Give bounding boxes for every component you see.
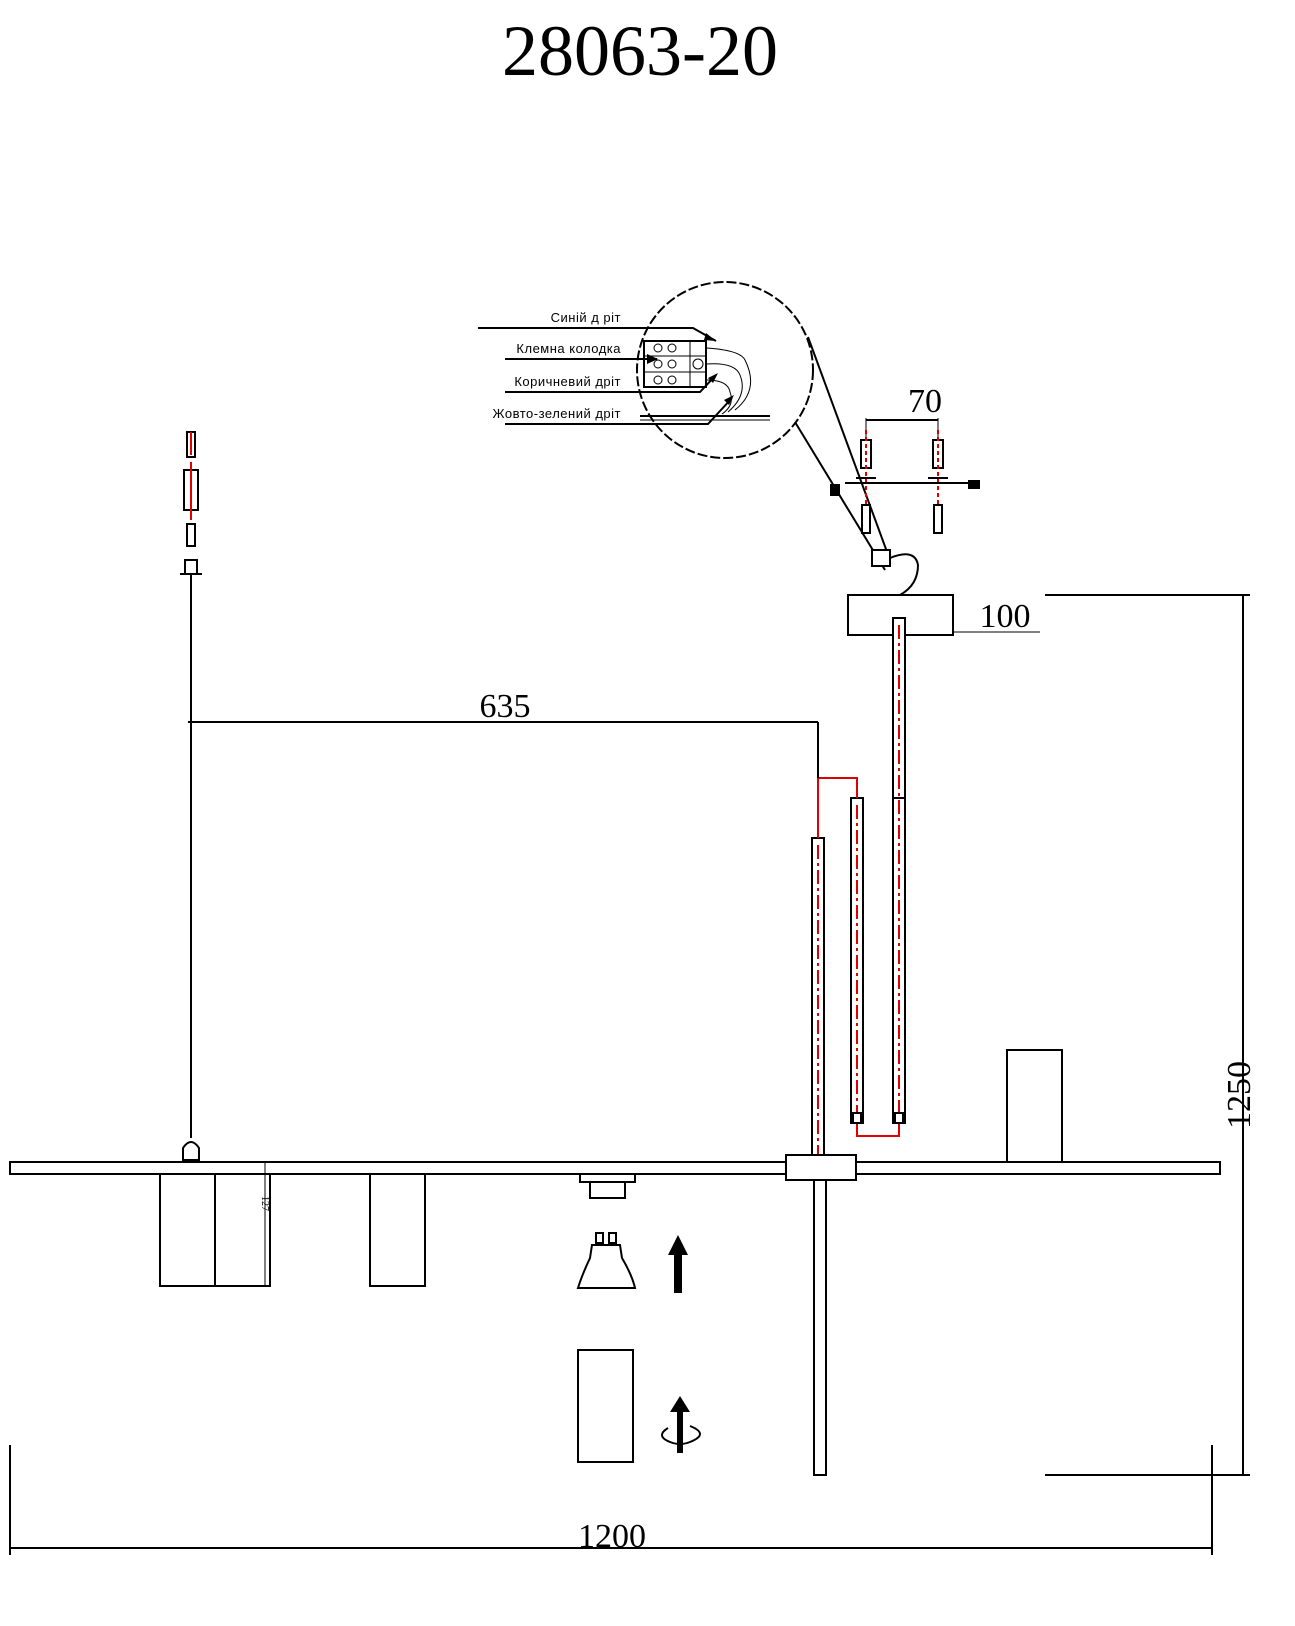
drawing-title: 28063-20: [502, 11, 778, 91]
dimension-canopy-width: 100: [980, 598, 1031, 635]
mounting-bracket: 70: [830, 383, 980, 596]
arrow-up-icon: [668, 1235, 688, 1293]
suspension-rods: [811, 617, 906, 1164]
dimension-height: 1250: [1045, 594, 1258, 1476]
horizontal-bar: [9, 1049, 1221, 1476]
dimension-width: 1200: [9, 1445, 1213, 1555]
dimension-rod-offset: 635: [480, 688, 531, 725]
rotating-lamp: [577, 1349, 701, 1463]
wire-label-blue: Синій д ріт: [551, 310, 621, 325]
wiring-detail: Синій д ріт Клемна колодка Коричневий др…: [478, 281, 891, 571]
ceiling-canopy: 100: [847, 594, 1040, 636]
dimension-bar-height: 127: [259, 1196, 270, 1211]
ground-symbol-icon: [692, 358, 704, 370]
dimension-total-height: 1250: [1221, 1061, 1258, 1129]
dimension-635: 635: [188, 688, 819, 778]
detail-circle: [636, 281, 814, 459]
cable-suspension: [180, 431, 202, 1161]
terminal-block-detail: [643, 340, 707, 388]
dimension-mount-spacing: 70: [908, 383, 942, 420]
dimension-total-width: 1200: [578, 1518, 646, 1555]
spot-lamps: 127: [159, 1162, 636, 1287]
bulb-replacement: [576, 1232, 688, 1293]
rotate-icon: [661, 1396, 701, 1453]
gu10-bulb-icon: [576, 1232, 637, 1289]
wire-label-yellow-green: Жовто-зелений дріт: [493, 406, 621, 421]
wire-label-terminal-block: Клемна колодка: [516, 341, 621, 356]
wire-label-brown: Коричневий дріт: [514, 374, 621, 389]
